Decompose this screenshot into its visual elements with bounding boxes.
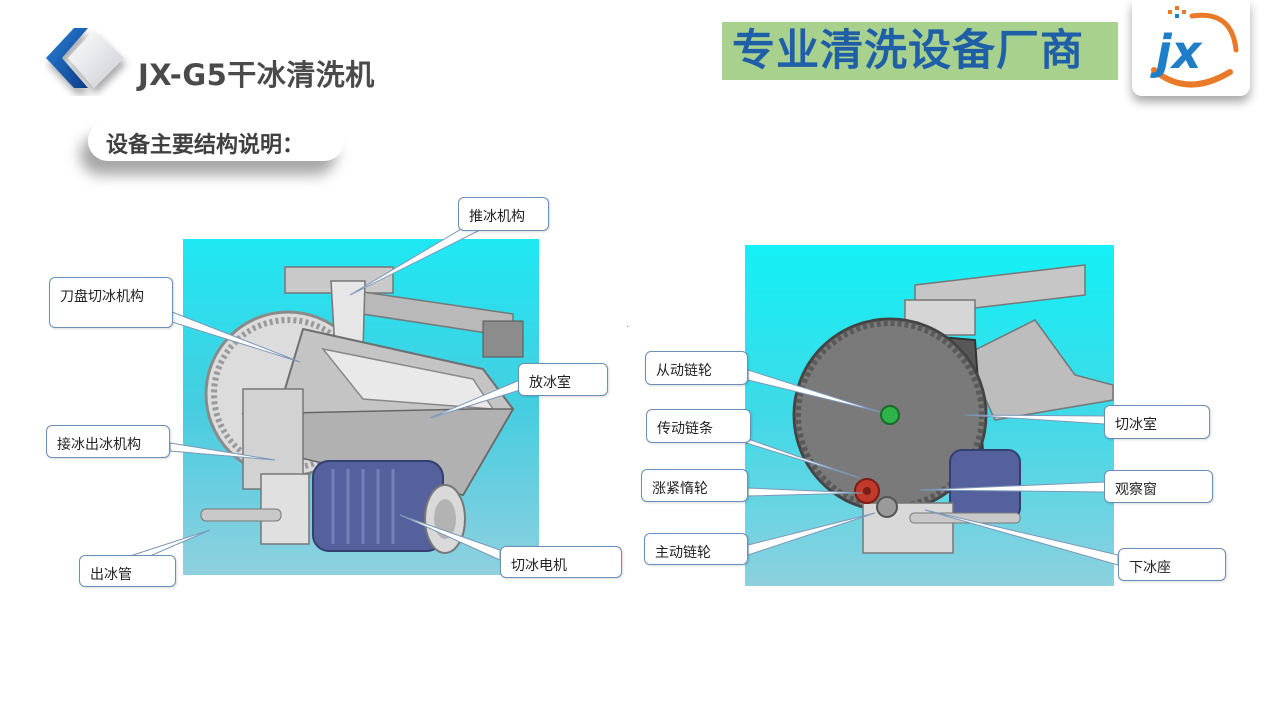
diamond-logo-icon: [46, 28, 124, 88]
stray-dot: ·: [626, 322, 630, 333]
banner-slogan: 专业清洗设备厂商: [732, 26, 1084, 76]
callout-lower-seat: 下冰座: [1118, 548, 1226, 581]
section-subtitle: 设备主要结构说明：: [106, 133, 305, 158]
page-title: JX-G5干冰清洗机: [138, 58, 375, 92]
callout-push-ice: 推冰机构: [458, 197, 549, 231]
callout-tensioner: 涨紧惰轮: [641, 469, 748, 502]
callout-ice-receiving: 接冰出冰机构: [46, 425, 170, 458]
ice-cutter-side-view-image: [745, 245, 1114, 586]
ice-cutter-front-view-image: [183, 239, 539, 575]
brand-logo-text: jx: [1150, 25, 1203, 79]
callout-observation-window: 观察窗: [1104, 470, 1213, 503]
callout-cutting-motor: 切冰电机: [500, 546, 622, 578]
subtitle-pill: [88, 121, 344, 161]
banner-background: [722, 22, 1118, 80]
callout-cutter-disc: 刀盘切冰机构: [49, 277, 173, 328]
callout-cutting-chamber: 切冰室: [1104, 405, 1210, 439]
callout-drive-sprocket: 主动链轮: [644, 533, 748, 565]
callout-ice-tube: 出冰管: [79, 555, 176, 587]
callout-transmission-chain: 传动链条: [646, 409, 751, 443]
brand-logo: jx: [1132, 0, 1250, 96]
jx-logo-icon: jx: [1150, 6, 1239, 88]
callout-ice-chamber: 放冰室: [518, 363, 608, 396]
callout-driven-sprocket: 从动链轮: [645, 351, 748, 385]
